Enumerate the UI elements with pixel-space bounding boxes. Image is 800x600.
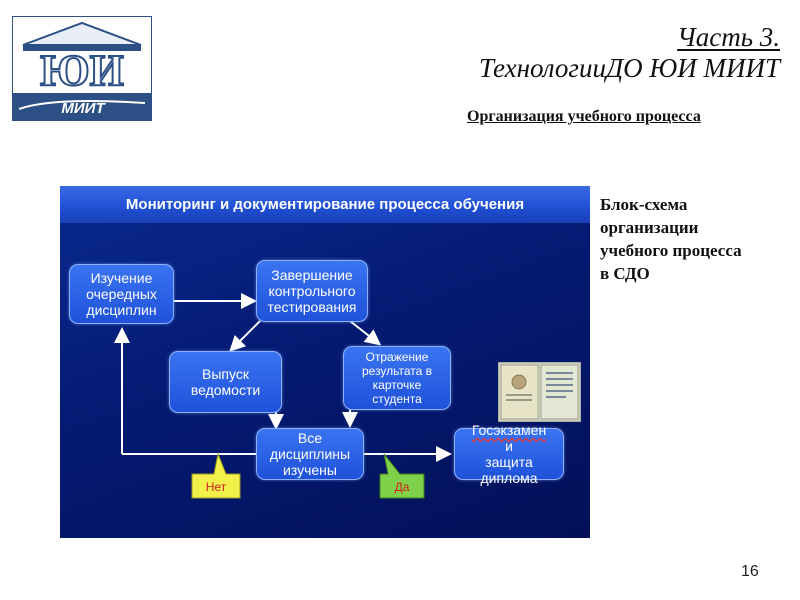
side-note-line: организации — [600, 218, 699, 237]
side-note-line: в СДО — [600, 264, 650, 283]
logo: ЮИ МИИТ — [12, 16, 152, 121]
arrow-testing-to-statement — [229, 320, 261, 352]
flowchart-title: Мониторинг и документирование процесса о… — [60, 186, 590, 223]
logo-emblem: ЮИ МИИТ — [13, 17, 151, 120]
flowchart-panel: Мониторинг и документирование процесса о… — [60, 186, 590, 538]
callout-yes-shape — [379, 453, 425, 499]
page-title: Часть 3. ТехнологииДО ЮИ МИИТ — [479, 22, 780, 84]
title-technologies: ТехнологииДО ЮИ МИИТ — [478, 53, 780, 83]
page-subtitle: Организация учебного процесса — [467, 108, 701, 125]
logo-letters: ЮИ — [40, 46, 124, 95]
box-statement: Выпуск ведомости — [169, 351, 282, 413]
logo-wordmark: МИИТ — [61, 100, 106, 117]
flowchart-arrows — [114, 293, 452, 462]
side-note: Блок-схема организации учебного процесса… — [600, 193, 780, 285]
callout-yes: Да — [394, 480, 410, 494]
diploma-image — [498, 362, 581, 422]
side-note-line: учебного процесса — [600, 241, 742, 260]
box-testing: Завершение контрольного тестирования — [256, 260, 368, 322]
box-study: Изучение очередных дисциплин — [69, 264, 174, 324]
page-number: 16 — [741, 563, 759, 580]
box-exam: Госэкзамен и защита диплома — [454, 422, 564, 486]
arrow-testing-to-record — [349, 320, 382, 346]
box-all-done: Все дисциплины изучены — [256, 428, 364, 480]
callout-no-shape — [191, 452, 241, 499]
box-record: Отражение результата в карточке студента — [343, 346, 451, 410]
side-note-line: Блок-схема — [600, 195, 688, 214]
callout-no: Нет — [205, 480, 227, 494]
title-part: Часть 3. — [677, 22, 780, 52]
